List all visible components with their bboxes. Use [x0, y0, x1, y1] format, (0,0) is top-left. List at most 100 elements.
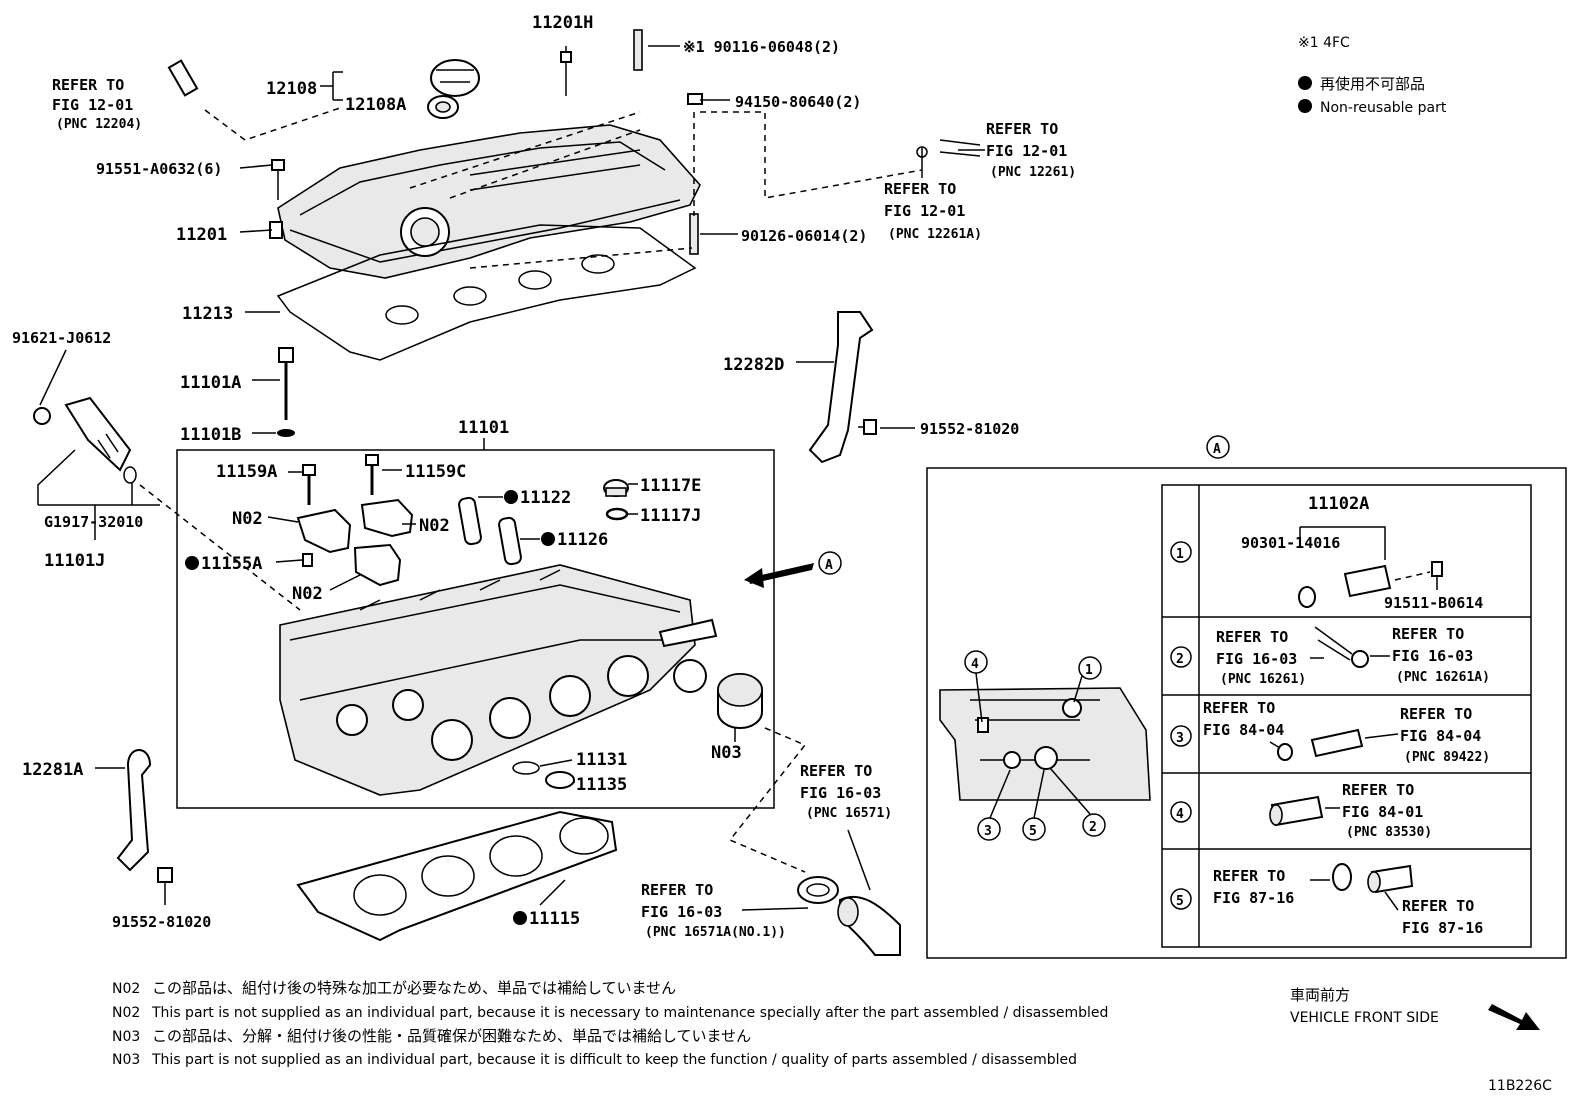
legend-en: Non-reusable part: [1320, 100, 1447, 116]
label-12108A: 12108A: [345, 95, 406, 115]
label-N03: N03: [711, 743, 742, 763]
leader-line: [267, 516, 299, 523]
inset-callout-4-text: 4: [971, 657, 979, 672]
label-12108: 12108: [266, 79, 317, 99]
leader-line: [1310, 879, 1399, 911]
leader-line: [252, 379, 280, 434]
leader-line: [39, 349, 67, 406]
leader-dash: [449, 129, 641, 199]
bolt-11159A: [302, 464, 316, 505]
row-2-number: 2: [1176, 652, 1184, 667]
label-11101A: 11101A: [180, 373, 241, 393]
leader-dash: [469, 247, 693, 269]
row3-refer-to-a: REFER TO: [1203, 699, 1275, 717]
inset-callout-1-text: 1: [1085, 663, 1093, 678]
row3-refer-to-b: REFER TO: [1400, 705, 1472, 723]
non-reusable-dot-icon: [185, 556, 199, 570]
refer-fig-16-03: FIG 16-03: [800, 784, 881, 802]
label-90126-06014: 90126-06014(2): [741, 227, 867, 245]
row5-hose-end: [1367, 871, 1381, 893]
fc-note: ※1 4FC: [1298, 35, 1350, 51]
bolt-91552-lower: [157, 867, 173, 905]
bolt-91552-upper: [858, 419, 877, 435]
inset-callout-3-text: 3: [984, 824, 992, 839]
row5-refer-fig-a: FIG 87-16: [1213, 889, 1294, 907]
row3-refer-fig-b: FIG 84-04: [1400, 727, 1481, 745]
water-hose-drawing: [797, 829, 901, 956]
leader-bracket: [37, 449, 160, 540]
view-arrow-head-icon: [744, 568, 764, 588]
vehicle-front-en: VEHICLE FRONT SIDE: [1290, 1010, 1439, 1026]
row3-sensor-drawing: [1310, 728, 1364, 758]
leader-dash: [409, 111, 641, 189]
nut-94150: [687, 93, 703, 105]
inset-callout-2: [1082, 813, 1106, 837]
label-11101B: 11101B: [180, 425, 241, 445]
label-11101J: 11101J: [44, 551, 105, 571]
leader-line: [539, 759, 573, 767]
label-N02-a: N02: [232, 509, 263, 529]
drawing-code: 11B226C: [1488, 1078, 1552, 1094]
bracket-12281A-drawing: [116, 749, 152, 872]
label-11117J: 11117J: [640, 506, 701, 526]
inset-callout-2-text: 2: [1089, 820, 1097, 835]
label-91551-A0632: 91551-A0632(6): [96, 160, 222, 178]
label-94150-80640: 94150-80640(2): [735, 93, 861, 111]
note-4-code: N03: [112, 1052, 140, 1068]
row-3-number: 3: [1176, 731, 1184, 746]
inset-leaders: [975, 672, 1091, 819]
inset-frame: [926, 467, 1567, 959]
refer-fig-16-03-b: FIG 16-03: [641, 903, 722, 921]
label-G1917-32010: G1917-32010: [44, 513, 143, 531]
non-reusable-dot-icon: [513, 911, 527, 925]
leader-dash: [139, 484, 301, 611]
cam-plug-N03: [717, 673, 763, 729]
row3-gasket-drawing: [1277, 743, 1293, 761]
note-1-code: N02: [112, 981, 140, 997]
row2-refer-pnc-b: (PNC 16261A): [1396, 670, 1490, 685]
note-2-code: N02: [112, 1005, 140, 1021]
refer-fig-12-01: FIG 12-01: [52, 96, 133, 114]
label-11159C: 11159C: [405, 462, 466, 482]
non-reusable-dot-icon: [1298, 99, 1312, 113]
tube-11122: [458, 496, 482, 546]
note-4-text: This part is not supplied as an individu…: [151, 1052, 1077, 1068]
label-11126: 11126: [557, 530, 608, 550]
row2-refer-to-a: REFER TO: [1216, 628, 1288, 646]
label-91552-81020-upper: 91552-81020: [920, 420, 1019, 438]
plug-11102A: [1343, 564, 1392, 598]
row-2-circle: [1170, 646, 1192, 668]
leader-line: [329, 574, 361, 591]
label-11201: 11201: [176, 225, 227, 245]
refer-pnc-12261: (PNC 12261): [990, 165, 1076, 180]
row3-refer-pnc-b: (PNC 89422): [1404, 750, 1490, 765]
camshaft-cap-3: [353, 543, 402, 587]
refer-pnc-16571A: (PNC 16571A(NO.1)): [645, 925, 786, 940]
leader-line: [275, 559, 303, 563]
row2-refer-fig-a: FIG 16-03: [1216, 650, 1297, 668]
inset-a-letter: A: [1213, 442, 1221, 457]
label-11102A: 11102A: [1308, 494, 1369, 514]
row4-sensor-end: [1269, 804, 1283, 826]
label-11155A: 11155A: [201, 554, 262, 574]
label-11131: 11131: [576, 750, 627, 770]
refer-pnc-12261A: (PNC 12261A): [888, 227, 982, 242]
refer-fig-12-01-b: FIG 12-01: [986, 142, 1067, 160]
washer-11101B: [277, 429, 295, 437]
refer-to-16571: REFER TO: [800, 762, 872, 780]
gasket-90301: [1298, 586, 1316, 608]
gasket-11131: [512, 761, 540, 775]
row2-refer-pnc-a: (PNC 16261): [1220, 672, 1306, 687]
bolt-11101A: [278, 347, 294, 420]
bolt-91551: [271, 159, 285, 200]
refer-pnc-16571: (PNC 16571): [806, 806, 892, 821]
camshaft-cap-2: [360, 498, 414, 538]
seal-11135: [545, 771, 575, 789]
leader-line: [239, 229, 273, 233]
leader-dash: [1394, 571, 1431, 581]
cover-gasket-drawing: [276, 224, 697, 361]
label-11213: 11213: [182, 304, 233, 324]
view-arrow-icon: [748, 563, 814, 584]
leader-line: [1269, 733, 1399, 749]
